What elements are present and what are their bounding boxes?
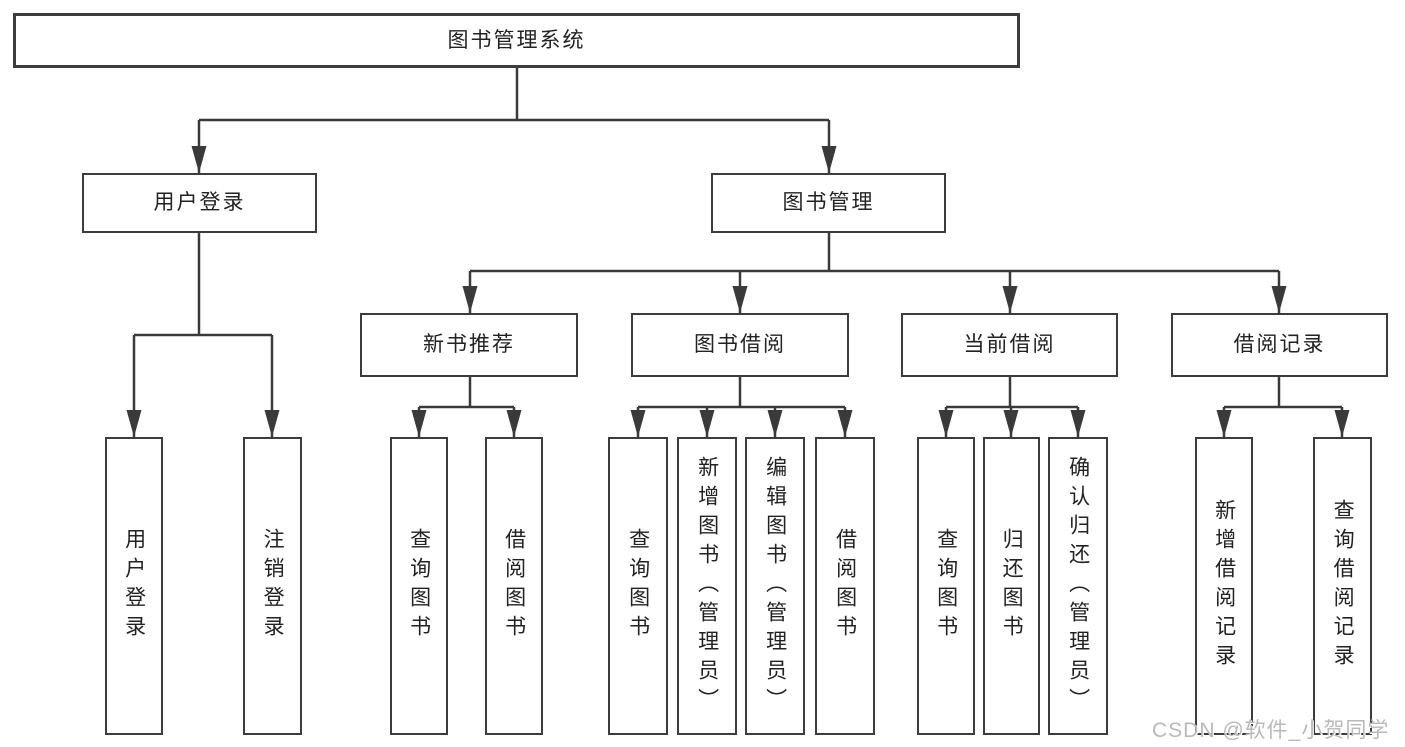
node-borrowing-borrow-books: 借阅图书 <box>815 437 875 735</box>
node-label: 借阅图书 <box>833 528 857 644</box>
node-label: 编辑图书（管理员） <box>763 455 787 717</box>
node-label: 借阅图书 <box>502 528 526 644</box>
node-label: 图书管理系统 <box>447 28 586 52</box>
node-current-query-books: 查询图书 <box>917 437 975 735</box>
node-library-management-system: 图书管理系统 <box>13 13 1020 68</box>
node-label: 用户登录 <box>153 191 246 215</box>
node-label: 查询借阅记录 <box>1331 499 1355 673</box>
node-user-login: 用户登录 <box>82 173 317 233</box>
node-label: 借阅记录 <box>1233 333 1326 357</box>
node-label: 注销登录 <box>261 528 285 644</box>
node-label: 新增图书（管理员） <box>695 455 719 717</box>
node-borrow-records: 借阅记录 <box>1171 313 1388 377</box>
node-current-return-books: 归还图书 <box>983 437 1040 735</box>
node-current-borrowing: 当前借阅 <box>901 313 1118 377</box>
node-label: 新增借阅记录 <box>1212 499 1236 673</box>
node-label: 新书推荐 <box>423 333 515 357</box>
node-add-borrow-record: 新增借阅记录 <box>1195 437 1253 735</box>
node-logout-leaf: 注销登录 <box>243 437 302 735</box>
arrowheads <box>126 146 1350 437</box>
node-book-management: 图书管理 <box>711 173 946 233</box>
node-label: 用户登录 <box>122 528 146 644</box>
node-label: 归还图书 <box>1000 528 1024 644</box>
node-query-borrow-record: 查询借阅记录 <box>1313 437 1372 735</box>
node-user-login-leaf: 用户登录 <box>105 437 163 735</box>
node-recommend-borrow-books: 借阅图书 <box>485 437 543 735</box>
node-new-book-recommend: 新书推荐 <box>360 313 578 377</box>
node-label: 当前借阅 <box>963 333 1056 357</box>
node-label: 图书借阅 <box>694 333 786 357</box>
node-borrowing-edit-books-admin: 编辑图书（管理员） <box>745 437 805 735</box>
node-label: 确认归还（管理员） <box>1066 455 1090 717</box>
node-label: 图书管理 <box>782 191 875 215</box>
node-label: 查询图书 <box>626 528 650 644</box>
node-book-borrowing: 图书借阅 <box>631 313 849 377</box>
node-label: 查询图书 <box>934 528 958 644</box>
csdn-watermark: CSDN @软件_小贺同学 <box>1152 719 1390 742</box>
node-current-confirm-return-admin: 确认归还（管理员） <box>1048 437 1108 735</box>
node-label: 查询图书 <box>407 528 431 644</box>
node-recommend-query-books: 查询图书 <box>390 437 448 735</box>
node-borrowing-query-books: 查询图书 <box>608 437 668 735</box>
node-borrowing-add-books-admin: 新增图书（管理员） <box>677 437 737 735</box>
